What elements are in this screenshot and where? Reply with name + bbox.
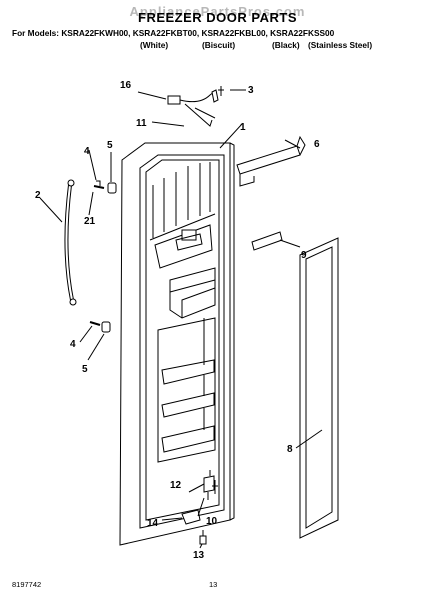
callout-21: 21 [84, 216, 96, 227]
callout-5-bottom: 5 [82, 364, 88, 375]
callout-5-top: 5 [107, 140, 113, 151]
spacer-top [107, 182, 117, 194]
callout-11: 11 [136, 118, 147, 129]
callout-4-top: 4 [84, 146, 90, 157]
shelf-2 [161, 392, 215, 418]
color-white: (White) [140, 40, 169, 50]
callout-labels: 16 11 3 1 6 4 5 2 21 9 4 5 8 12 10 14 13 [35, 80, 320, 561]
callout-8: 8 [287, 444, 293, 455]
callout-4-bottom: 4 [70, 339, 76, 350]
callout-6: 6 [314, 139, 320, 150]
models-line: For Models: KSRA22FKWH00, KSRA22FKBT00, … [12, 28, 335, 38]
callout-10: 10 [206, 516, 218, 527]
callout-14: 14 [147, 518, 159, 529]
callout-3: 3 [248, 85, 254, 96]
hinge-bracket [181, 509, 201, 525]
page-title: FREEZER DOOR PARTS [138, 10, 297, 25]
watermark: AppliancePartsPros.com [129, 4, 306, 19]
shelf-1 [161, 359, 215, 385]
bin-bar [236, 145, 301, 175]
page-number: 13 [209, 580, 218, 589]
doc-number: 8197742 [12, 580, 42, 589]
upper-bin [169, 267, 216, 319]
callout-2: 2 [35, 190, 41, 201]
shelf-area [157, 317, 216, 463]
color-biscuit: (Biscuit) [202, 40, 236, 50]
color-black: (Black) [272, 40, 300, 50]
callout-16: 16 [120, 80, 132, 91]
hinge-pin [203, 475, 215, 493]
callout-1: 1 [240, 122, 246, 133]
door-gasket [299, 237, 339, 539]
spacer-bottom [101, 321, 111, 333]
callout-13: 13 [193, 550, 205, 561]
callout-9: 9 [301, 250, 307, 261]
color-stainless: (Stainless Steel) [308, 40, 373, 50]
callout-12: 12 [170, 480, 182, 491]
shelf-3 [161, 425, 215, 453]
trim-strip [251, 231, 283, 251]
hinge-cover [167, 95, 181, 105]
